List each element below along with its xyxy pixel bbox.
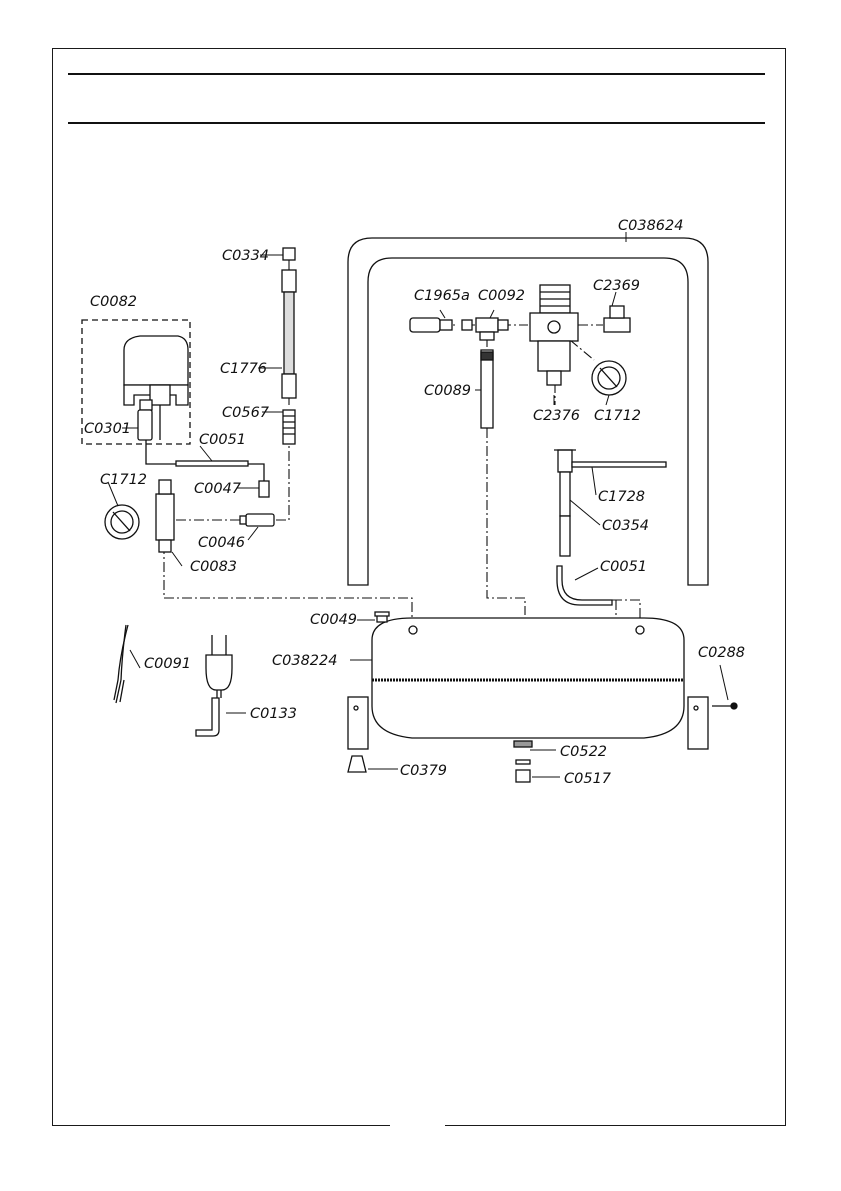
pipe-c1728 bbox=[572, 462, 666, 467]
label-c1776: C1776 bbox=[220, 361, 267, 377]
label-c1712-right: C1712 bbox=[594, 408, 641, 424]
tee-c0092 bbox=[476, 318, 498, 332]
label-c0089: C0089 bbox=[424, 383, 471, 399]
tank-foot-left bbox=[348, 697, 368, 749]
label-c038224: C038224 bbox=[272, 653, 337, 669]
valve-c0046 bbox=[246, 514, 274, 526]
label-c0046: C0046 bbox=[198, 535, 245, 551]
label-c038624: C038624 bbox=[618, 218, 683, 234]
footer-gap bbox=[390, 1120, 445, 1134]
connector-c1965a bbox=[410, 318, 440, 332]
fitting-c0567 bbox=[283, 410, 295, 444]
manifold-c0083 bbox=[156, 494, 174, 540]
tube-c0089 bbox=[481, 350, 493, 428]
label-c0301: C0301 bbox=[84, 421, 131, 437]
pipe-c0051-left bbox=[176, 461, 248, 466]
drain-c0522 bbox=[514, 741, 532, 747]
tap-c0354 bbox=[558, 450, 572, 472]
fitting-c0047 bbox=[259, 481, 269, 497]
label-c0051-right: C0051 bbox=[600, 559, 647, 575]
valve-c2369 bbox=[604, 318, 630, 332]
label-c0133: C0133 bbox=[250, 706, 297, 722]
handle-frame bbox=[348, 238, 708, 585]
label-c0083: C0083 bbox=[190, 559, 237, 575]
tank-foot-right bbox=[688, 697, 708, 749]
label-c2376: C2376 bbox=[533, 408, 580, 424]
label-c0288: C0288 bbox=[698, 645, 745, 661]
label-c0334: C0334 bbox=[222, 248, 269, 264]
hose-c1776 bbox=[282, 270, 296, 292]
foot-c0379 bbox=[348, 756, 366, 772]
label-c1712-left: C1712 bbox=[100, 472, 147, 488]
cable-c0091 bbox=[114, 625, 128, 703]
label-c0092: C0092 bbox=[478, 288, 525, 304]
label-c0091: C0091 bbox=[144, 656, 191, 672]
label-c0051-top: C0051 bbox=[199, 432, 246, 448]
tank-c038224 bbox=[372, 618, 684, 738]
label-c0354: C0354 bbox=[602, 518, 649, 534]
plug-c0133 bbox=[206, 655, 232, 690]
label-c0567: C0567 bbox=[222, 405, 270, 421]
label-c0517: C0517 bbox=[564, 771, 612, 787]
label-c2369: C2369 bbox=[593, 278, 640, 294]
label-c1965a: C1965a bbox=[414, 288, 470, 304]
label-c0379: C0379 bbox=[400, 763, 447, 779]
label-c0049: C0049 bbox=[310, 612, 357, 628]
pressure-switch bbox=[124, 336, 188, 385]
label-c0082: C0082 bbox=[90, 294, 137, 310]
label-c1728: C1728 bbox=[598, 489, 645, 505]
drain-c0517 bbox=[516, 770, 530, 782]
cap-c0334 bbox=[283, 248, 295, 260]
label-c0522: C0522 bbox=[560, 744, 607, 760]
label-c0047: C0047 bbox=[194, 481, 242, 497]
